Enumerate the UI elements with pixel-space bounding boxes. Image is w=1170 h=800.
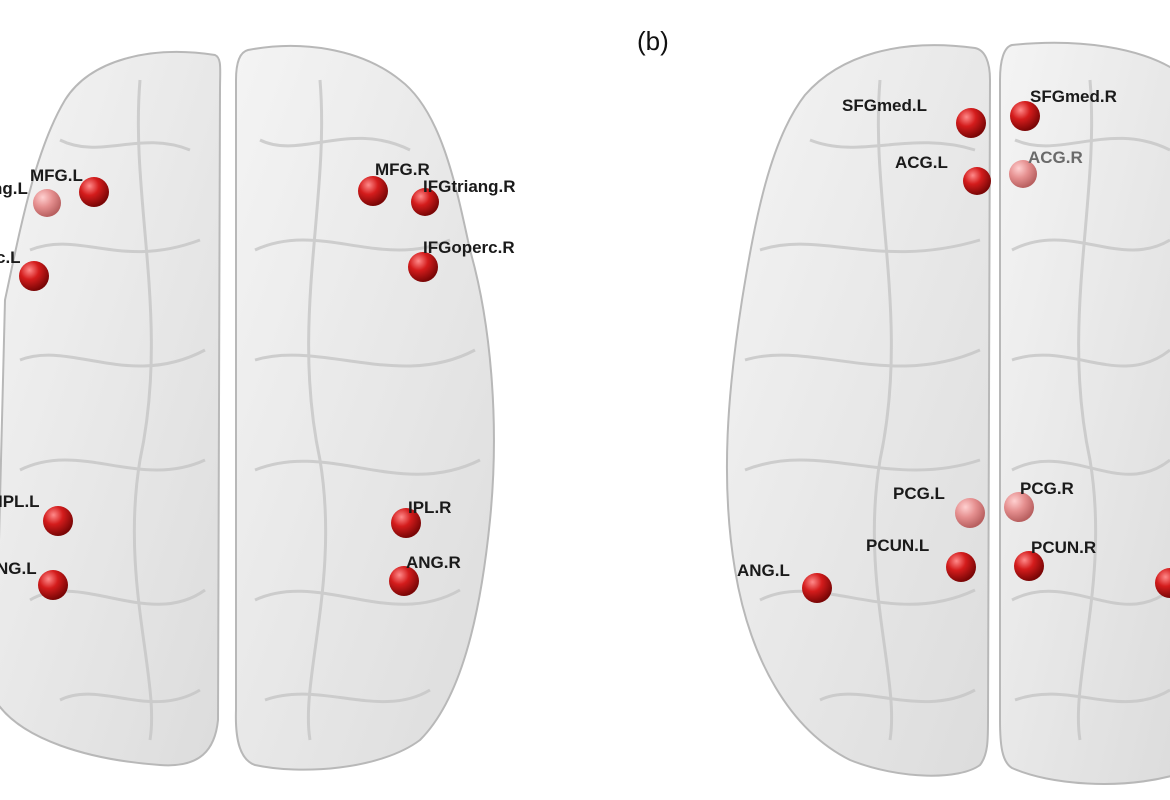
label-sfgmed-l: SFGmed.L xyxy=(842,96,927,115)
node-ifgtriang-r xyxy=(411,188,439,216)
node-sfgmed-r xyxy=(1010,101,1040,131)
node-ifgtriang-l xyxy=(33,189,61,217)
node-mfg-r xyxy=(358,176,388,206)
panel-a-left-hemisphere xyxy=(0,51,222,767)
label-acg-r: ACG.R xyxy=(1028,148,1083,167)
panel-a-right-hemisphere xyxy=(234,45,495,771)
node-ang-r-b xyxy=(1155,568,1170,598)
node-ipl-r xyxy=(391,508,421,538)
label-ang-l-b: ANG.L xyxy=(737,561,790,580)
panel-b-left-hemisphere xyxy=(725,44,992,777)
panel-a-brain xyxy=(0,45,495,771)
label-acg-l: ACG.L xyxy=(895,153,948,172)
node-acg-l xyxy=(963,167,991,195)
label-pcg-l: PCG.L xyxy=(893,484,945,503)
panel-a-nodes: MFG.L ng.L c.L MFG.R IFGtriang.R IFGoper… xyxy=(0,160,516,600)
node-sfgmed-l xyxy=(956,108,986,138)
label-ang-l: NG.L xyxy=(0,559,37,578)
node-ipl-l xyxy=(43,506,73,536)
label-ipl-r: IPL.R xyxy=(408,498,451,517)
node-ang-l-b xyxy=(802,573,832,603)
node-ifgoperc-r xyxy=(408,252,438,282)
node-ang-r xyxy=(389,566,419,596)
node-pcun-l xyxy=(946,552,976,582)
panel-b-right-hemisphere xyxy=(999,41,1170,785)
node-mfg-l xyxy=(79,177,109,207)
node-acg-r xyxy=(1009,160,1037,188)
label-sfgmed-r: SFGmed.R xyxy=(1030,87,1117,106)
label-ifgoperc-l: c.L xyxy=(0,248,21,267)
node-pcun-r xyxy=(1014,551,1044,581)
node-ifgoperc-l xyxy=(19,261,49,291)
label-ifgtriang-r: IFGtriang.R xyxy=(423,177,516,196)
label-ipl-l: IPL.L xyxy=(0,492,40,511)
node-ang-l xyxy=(38,570,68,600)
label-pcun-r: PCUN.R xyxy=(1031,538,1096,557)
label-pcg-r: PCG.R xyxy=(1020,479,1074,498)
panel-b-nodes: SFGmed.L SFGmed.R ACG.L ACG.R PCG.L PCG.… xyxy=(737,87,1170,603)
node-pcg-r xyxy=(1004,492,1034,522)
label-ifgoperc-r: IFGoperc.R xyxy=(423,238,515,257)
label-mfg-l: MFG.L xyxy=(30,166,83,185)
panel-b-label: (b) xyxy=(637,26,669,56)
label-ifgtriang-l: ng.L xyxy=(0,179,28,198)
node-pcg-l xyxy=(955,498,985,528)
label-ang-r: ANG.R xyxy=(406,553,461,572)
label-mfg-r: MFG.R xyxy=(375,160,430,179)
panel-b-brain xyxy=(725,41,1170,785)
label-pcun-l: PCUN.L xyxy=(866,536,929,555)
